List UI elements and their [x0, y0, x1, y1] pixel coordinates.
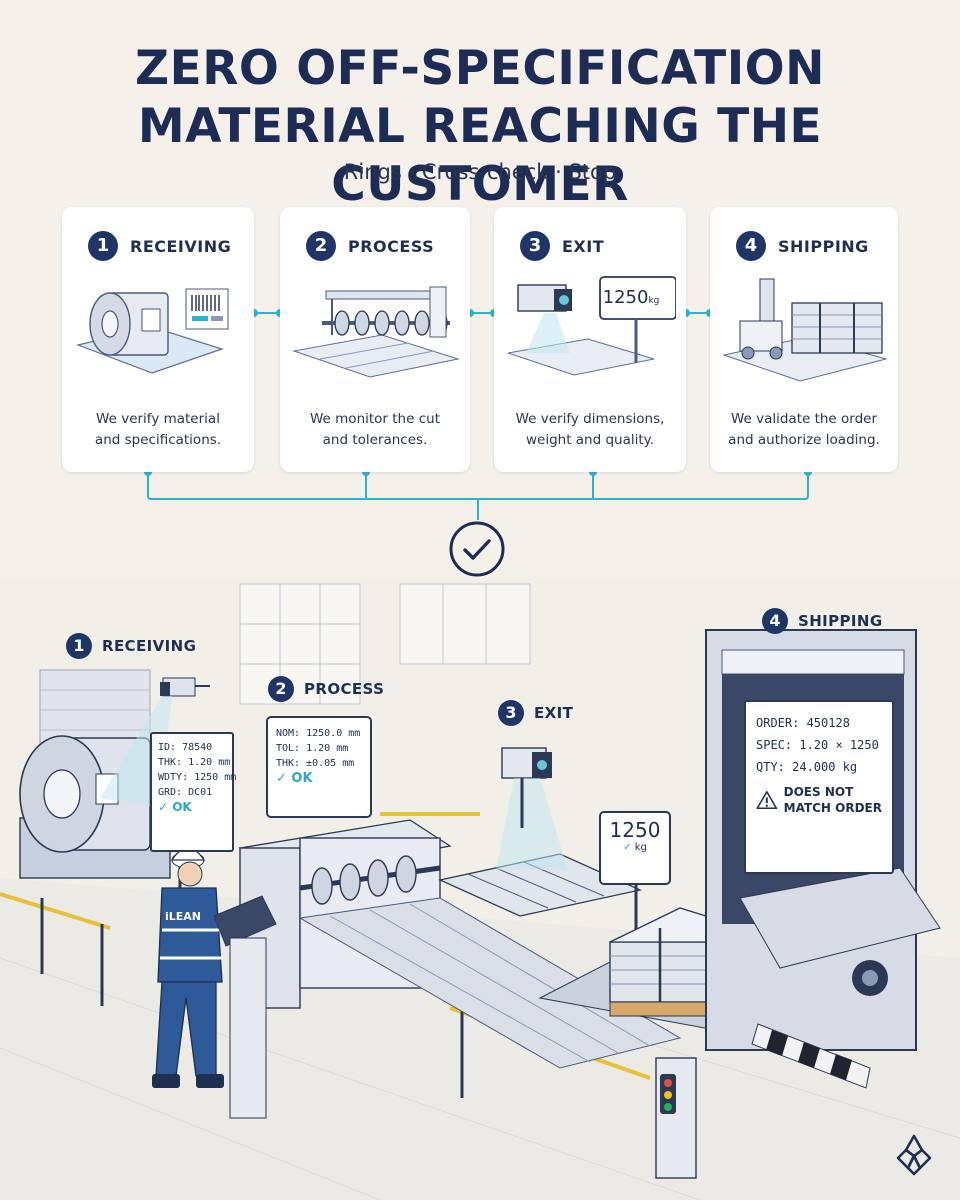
slitting-machine-icon — [292, 286, 460, 378]
step-card-shipping: 4 SHIPPING We validate the order and aut… — [710, 207, 898, 472]
scale-readout: 1250kg — [602, 287, 660, 308]
step-number-badge: 2 — [306, 231, 336, 261]
step-title: RECEIVING — [130, 236, 232, 256]
step-description: We monitor the cut and tolerances. — [310, 411, 440, 448]
brand-logo-icon — [896, 1134, 932, 1176]
step-card-exit: 3 EXIT 1250kg We verify dimensions, weig… — [494, 207, 686, 472]
step-description: We verify material and specifications. — [94, 411, 222, 448]
step-title: EXIT — [562, 236, 605, 256]
worker-jacket-logo: iLEAN — [165, 910, 202, 923]
step-number-badge: 4 — [736, 231, 766, 261]
warning-icon — [756, 790, 778, 810]
scene-label-process: 2 PROCESS — [268, 676, 384, 702]
mismatch-alert: DOES NOT MATCH ORDER — [756, 784, 882, 816]
shipping-order-panel: ORDER: 450128 SPEC: 1.20 × 1250 QTY: 24.… — [744, 700, 894, 874]
step-number-badge: 1 — [88, 231, 118, 261]
subtitle: Rings · Cross-check · Stop — [343, 160, 617, 184]
scene-label-receiving: 1 RECEIVING — [66, 633, 196, 659]
step-description: We validate the order and authorize load… — [728, 411, 880, 448]
exit-scale-display: 1250 ✓ kg — [604, 818, 666, 853]
step-card-process: 2 PROCESS We monitor the cut and toleran… — [280, 207, 470, 472]
scene-label-exit: 3 EXIT — [498, 700, 573, 726]
step-title: SHIPPING — [778, 236, 869, 256]
step-title: PROCESS — [348, 236, 435, 256]
steel-coil-icon — [75, 288, 229, 374]
page-title: ZERO OFF-SPECIFICATION MATERIAL REACHING… — [0, 40, 960, 214]
title-line-1: ZERO OFF-SPECIFICATION — [135, 41, 825, 96]
exit-scale-unit: ✓ kg — [623, 842, 647, 853]
step-number-badge: 3 — [520, 231, 550, 261]
receiving-info-panel: ID: 78540 THK: 1.20 mm WDTY: 1250 mm GRD… — [150, 732, 236, 852]
camera-and-scale-icon — [507, 276, 676, 376]
process-tolerance-panel: NOM: 1250.0 mm TOL: 1.20 mm THK: ±0.05 m… — [266, 716, 372, 818]
step-card-receiving: 1 RECEIVING We verify material and speci… — [62, 207, 254, 472]
checkmark-icon — [449, 521, 505, 577]
factory-scene-illustration — [0, 578, 960, 1200]
title-line-2: MATERIAL REACHING THE CUSTOMER — [137, 99, 823, 212]
step-description: We verify dimensions, weight and quality… — [515, 411, 665, 448]
scene-label-shipping: 4 SHIPPING — [762, 608, 883, 634]
forklift-pallet-icon — [722, 278, 888, 382]
